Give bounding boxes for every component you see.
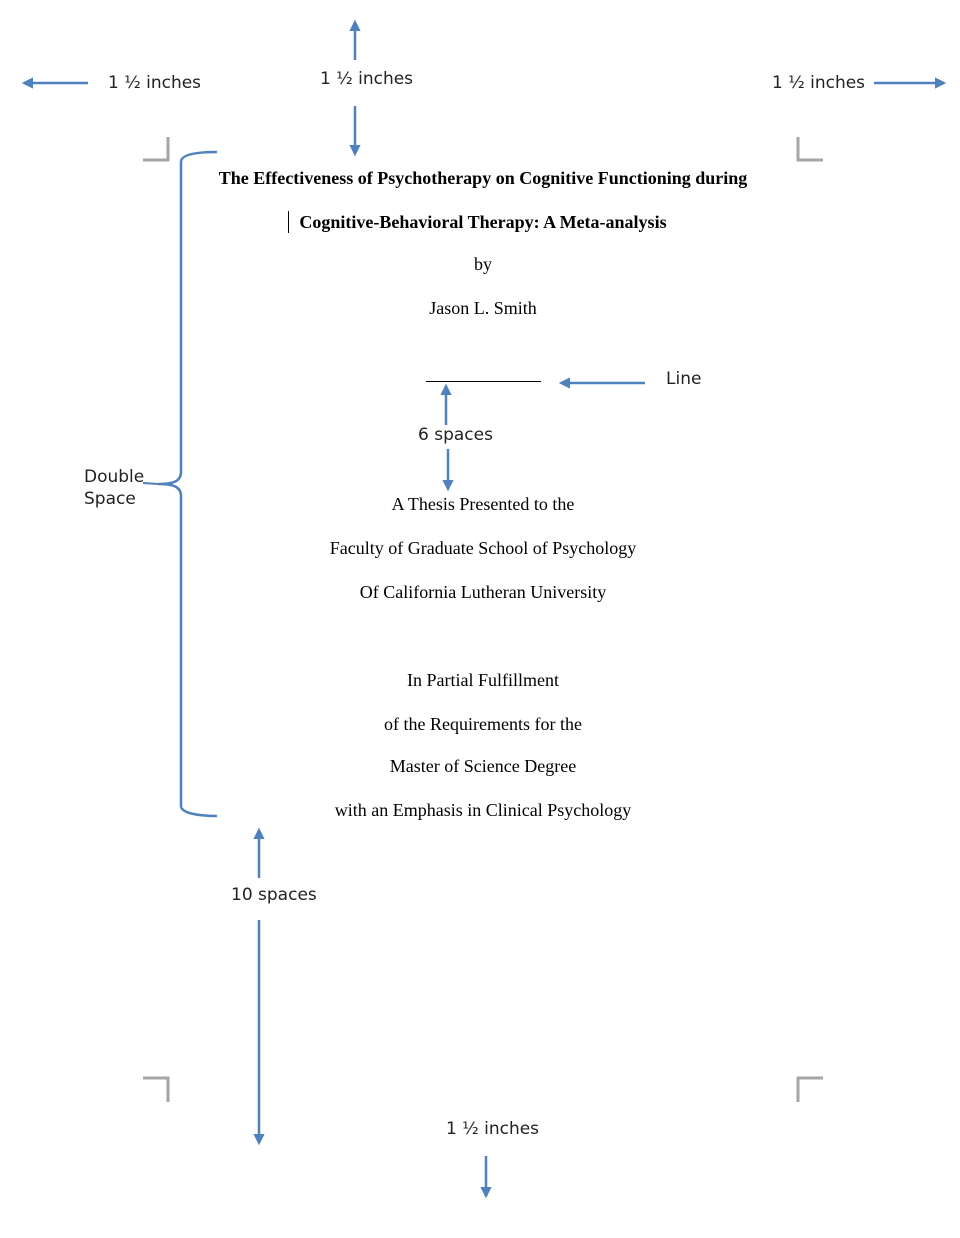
author-name: Jason L. Smith — [429, 298, 537, 318]
double-space-label-line1: Double — [84, 467, 145, 487]
thesis-line-2: Faculty of Graduate School of Psychology — [329, 538, 637, 558]
thesis-line-3: Of California Lutheran University — [359, 582, 607, 602]
double-space-leader — [142, 482, 159, 485]
fulfillment-line-2: of the Requirements for the — [384, 714, 582, 734]
margin-top-label: 1 ½ inches — [320, 69, 414, 89]
corner-mark-bottom-right — [796, 1076, 823, 1102]
title-line-1: The Effectiveness of Psychotherapy on Co… — [218, 168, 748, 188]
fulfillment-line-3: Master of Science Degree — [389, 756, 577, 776]
double-space-label-line2: Space — [84, 489, 136, 509]
title-line-2: Cognitive-Behavioral Therapy: A Meta-ana… — [299, 212, 667, 232]
corner-mark-top-left — [143, 137, 170, 162]
margin-bottom-label: 1 ½ inches — [446, 1119, 540, 1139]
fulfillment-line-1: In Partial Fulfillment — [407, 670, 559, 690]
fulfillment-line-4: with an Emphasis in Clinical Psychology — [334, 800, 632, 820]
ten-spaces-label: 10 spaces — [231, 885, 317, 905]
by-line: by — [474, 254, 492, 274]
signature-line — [426, 381, 541, 382]
six-spaces-label: 6 spaces — [418, 425, 493, 445]
margin-left-label: 1 ½ inches — [108, 73, 202, 93]
corner-mark-top-right — [796, 137, 823, 162]
margin-right-label: 1 ½ inches — [772, 73, 866, 93]
text-cursor — [288, 211, 289, 233]
thesis-line-1: A Thesis Presented to the — [391, 494, 575, 514]
line-label: Line — [666, 369, 702, 389]
corner-mark-bottom-left — [143, 1076, 170, 1102]
